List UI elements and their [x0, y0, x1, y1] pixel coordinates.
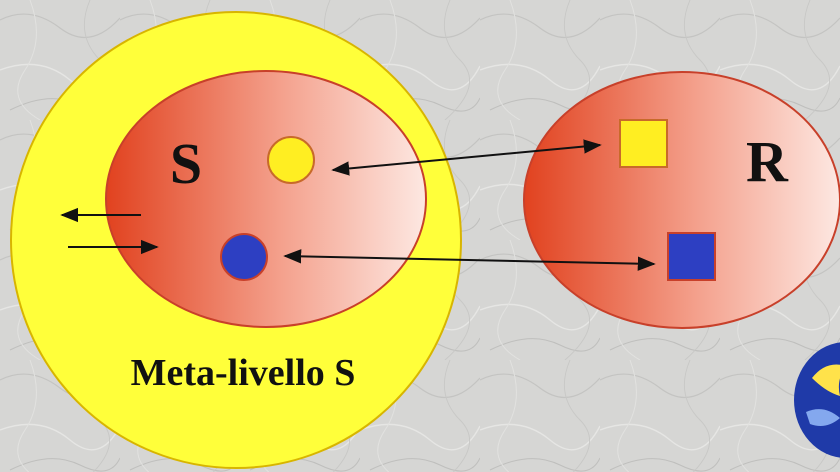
meta-level-label: Meta-livello S	[131, 352, 356, 394]
blue-square-icon	[667, 232, 716, 281]
system-r-label: R	[746, 129, 789, 194]
blue-correspondence-arrow	[283, 249, 656, 271]
corner-logo-icon	[794, 342, 840, 458]
yellow-circle-icon	[267, 136, 315, 184]
system-s-ellipse	[105, 70, 427, 328]
yellow-correspondence-arrow	[331, 139, 602, 176]
yellow-square-icon	[619, 119, 668, 168]
system-r-ellipse	[523, 71, 840, 329]
blue-circle-icon	[220, 233, 268, 281]
system-s-label: S	[170, 131, 202, 196]
